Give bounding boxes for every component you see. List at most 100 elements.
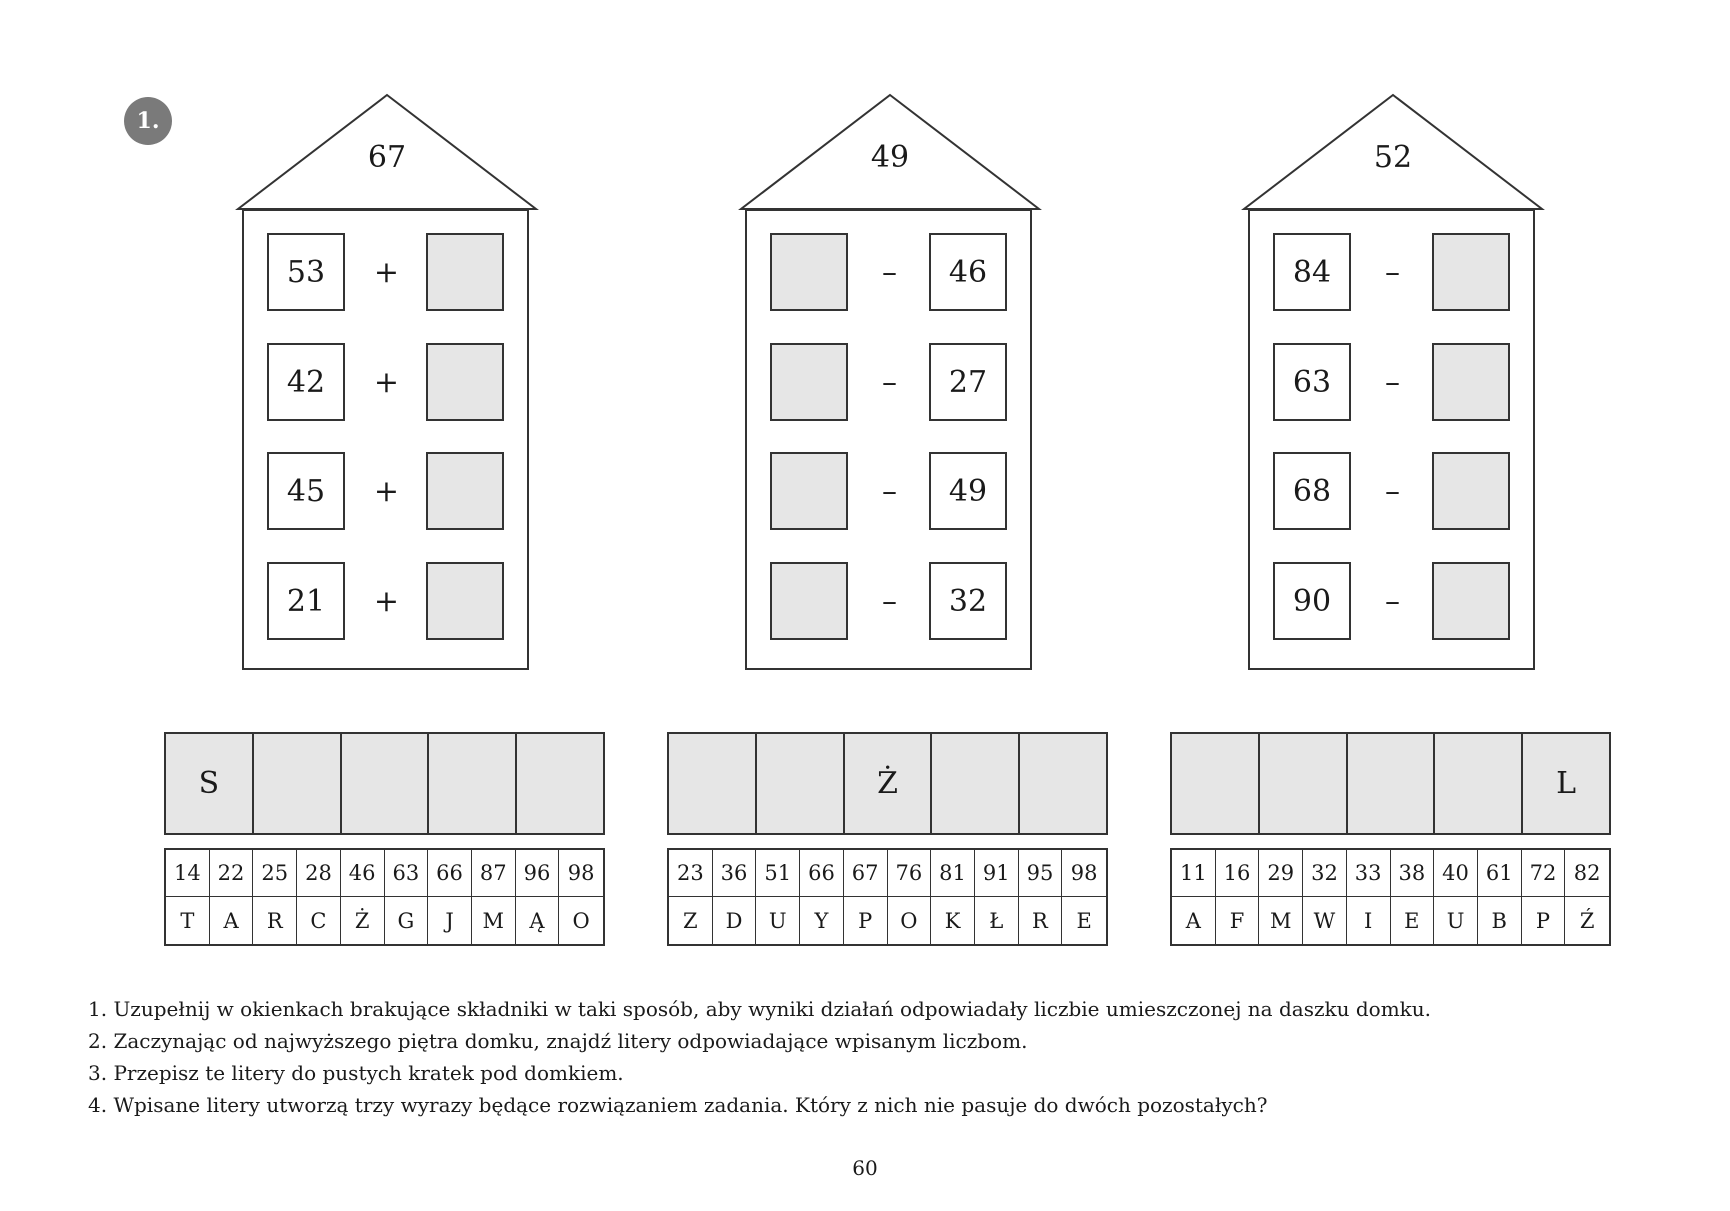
- key-number-cell: 25: [253, 850, 298, 897]
- blank-answer-box[interactable]: [1432, 343, 1510, 421]
- answer-letter-slot[interactable]: [757, 734, 845, 833]
- operator-sign: +: [373, 364, 400, 400]
- answer-letter-slot[interactable]: [517, 734, 603, 833]
- operator-sign: –: [882, 583, 897, 619]
- equation-row: 42+: [244, 343, 527, 423]
- key-number-cell: 23: [669, 850, 713, 897]
- key-letter-cell: W: [1303, 897, 1347, 944]
- key-letter-cell: R: [253, 897, 298, 944]
- answer-letter-slot[interactable]: [669, 734, 757, 833]
- given-number-box: 46: [929, 233, 1007, 311]
- given-number-box: 32: [929, 562, 1007, 640]
- instruction-line: 4. Wpisane litery utworzą trzy wyrazy bę…: [88, 1093, 1268, 1117]
- key-letter-cell: Ż: [341, 897, 385, 944]
- blank-answer-box[interactable]: [1432, 562, 1510, 640]
- key-number-cell: 66: [800, 850, 844, 897]
- answer-word-strip: Ż: [667, 732, 1108, 835]
- answer-letter-slot[interactable]: [1260, 734, 1348, 833]
- blank-answer-box[interactable]: [770, 562, 848, 640]
- key-number-cell: 16: [1215, 850, 1260, 897]
- blank-answer-box[interactable]: [426, 562, 504, 640]
- key-number-cell: 33: [1346, 850, 1391, 897]
- answer-letter-slot[interactable]: [1348, 734, 1436, 833]
- key-number-cell: 96: [515, 850, 560, 897]
- answer-letter-slot[interactable]: [254, 734, 342, 833]
- key-number-cell: 46: [340, 850, 385, 897]
- instruction-line: 1. Uzupełnij w okienkach brakujące skład…: [88, 997, 1432, 1021]
- blank-answer-box[interactable]: [1432, 233, 1510, 311]
- key-letter-cell: Y: [800, 897, 844, 944]
- key-number-cell: 51: [756, 850, 801, 897]
- house-body: 84–63–68–90–: [1248, 209, 1535, 670]
- key-letter-cell: E: [1391, 897, 1435, 944]
- answer-letter-slot: Ż: [845, 734, 933, 833]
- key-number-cell: 29: [1259, 850, 1304, 897]
- equation-row: –46: [747, 233, 1030, 313]
- answer-letter-slot[interactable]: [429, 734, 518, 833]
- instruction-line: 2. Zaczynając od najwyższego piętra domk…: [88, 1029, 1028, 1053]
- key-letter-cell: I: [1347, 897, 1391, 944]
- roof-number: 49: [870, 140, 910, 175]
- key-letter-cell: G: [385, 897, 429, 944]
- key-number-cell: 81: [931, 850, 975, 897]
- key-letter-cell: C: [297, 897, 341, 944]
- roof-number: 52: [1373, 140, 1413, 175]
- key-letter-cell: A: [1172, 897, 1216, 944]
- key-letter-cell: P: [844, 897, 888, 944]
- key-letter-cell: Ł: [975, 897, 1019, 944]
- key-number-cell: 40: [1434, 850, 1478, 897]
- key-number-cell: 61: [1477, 850, 1522, 897]
- blank-answer-box[interactable]: [770, 233, 848, 311]
- blank-answer-box[interactable]: [770, 343, 848, 421]
- answer-word-strip: L: [1170, 732, 1611, 835]
- blank-answer-box[interactable]: [426, 343, 504, 421]
- answer-letter-slot[interactable]: [1172, 734, 1260, 833]
- operator-sign: +: [373, 254, 400, 290]
- key-number-cell: 91: [974, 850, 1019, 897]
- answer-word-strip: S: [164, 732, 605, 835]
- key-letter-cell: O: [888, 897, 932, 944]
- key-number-cell: 67: [843, 850, 888, 897]
- roof-number: 67: [367, 140, 407, 175]
- operator-sign: –: [1385, 473, 1400, 509]
- answer-letter-slot[interactable]: [1020, 734, 1106, 833]
- blank-answer-box[interactable]: [426, 233, 504, 311]
- key-number-cell: 66: [428, 850, 472, 897]
- blank-answer-box[interactable]: [770, 452, 848, 530]
- operator-sign: –: [882, 364, 897, 400]
- operator-sign: –: [1385, 254, 1400, 290]
- equation-row: 45+: [244, 452, 527, 532]
- key-letter-cell: T: [166, 897, 210, 944]
- operator-sign: –: [882, 473, 897, 509]
- key-letter-cell: M: [472, 897, 516, 944]
- answer-letter-slot[interactable]: [932, 734, 1021, 833]
- blank-answer-box[interactable]: [1432, 452, 1510, 530]
- answer-letter-slot[interactable]: [342, 734, 430, 833]
- answer-letter-slot[interactable]: [1435, 734, 1524, 833]
- house-body: 53+42+45+21+: [242, 209, 529, 670]
- given-number-box: 45: [267, 452, 345, 530]
- key-number-cell: 98: [559, 850, 603, 897]
- equation-row: 63–: [1250, 343, 1533, 423]
- key-letter-cell: A: [210, 897, 254, 944]
- blank-answer-box[interactable]: [426, 452, 504, 530]
- key-number-cell: 98: [1062, 850, 1106, 897]
- operator-sign: –: [882, 254, 897, 290]
- key-number-cell: 36: [712, 850, 757, 897]
- given-number-box: 63: [1273, 343, 1351, 421]
- key-number-cell: 28: [297, 850, 341, 897]
- exercise-number-badge: 1.: [124, 97, 172, 145]
- equation-row: 53 +: [244, 233, 527, 313]
- key-number-cell: 87: [471, 850, 516, 897]
- given-number-box: 68: [1273, 452, 1351, 530]
- given-number-box: 53: [267, 233, 345, 311]
- page-number: 60: [852, 1156, 878, 1180]
- key-letter-cell: O: [572, 908, 590, 933]
- given-number-box: 49: [929, 452, 1007, 530]
- key-number-cell: 38: [1390, 850, 1435, 897]
- equation-row: 84–: [1250, 233, 1533, 313]
- equation-row: 68–: [1250, 452, 1533, 532]
